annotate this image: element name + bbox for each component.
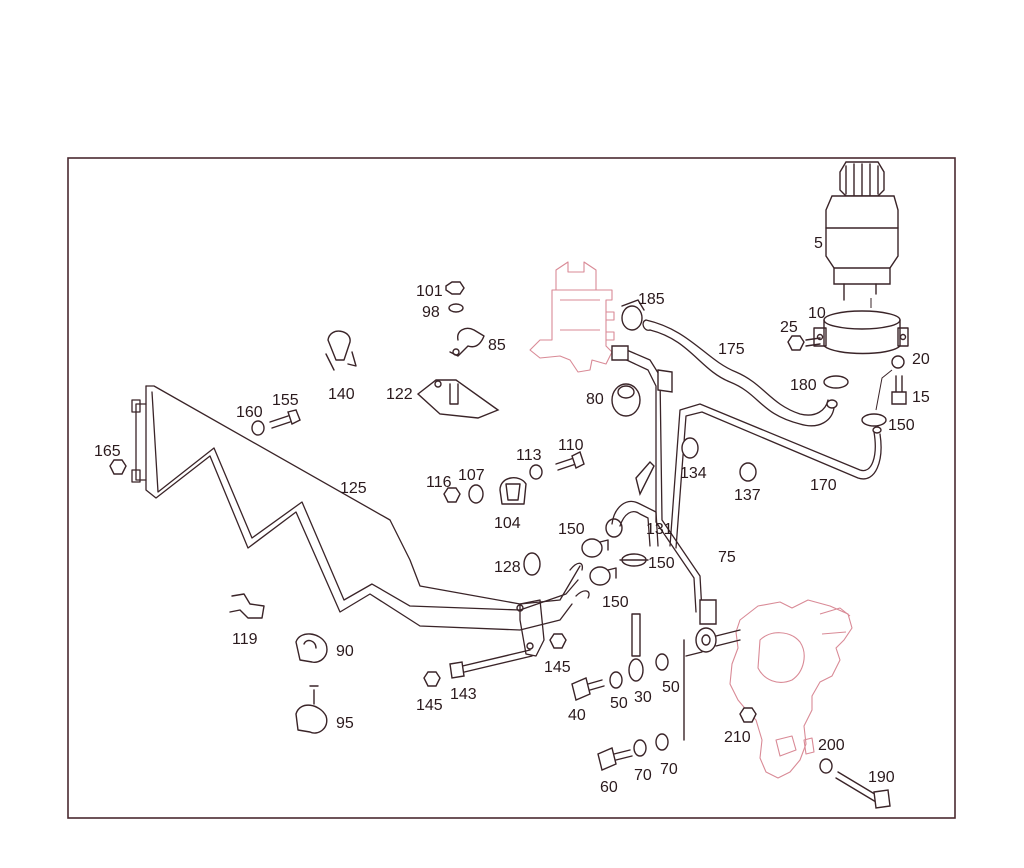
callout-25: 25 xyxy=(780,319,798,336)
callout-145: 145 xyxy=(544,659,571,676)
callout-104: 104 xyxy=(494,515,521,532)
leader-lines xyxy=(870,298,893,411)
callout-40: 40 xyxy=(568,707,586,724)
callout-137: 137 xyxy=(734,487,761,504)
callout-190: 190 xyxy=(868,769,895,786)
return-hose-part xyxy=(642,319,838,427)
callout-150: 150 xyxy=(602,594,629,611)
callout-80: 80 xyxy=(586,391,604,408)
callout-125: 125 xyxy=(340,480,367,497)
callout-85: 85 xyxy=(488,337,506,354)
callout-185: 185 xyxy=(638,291,665,308)
callout-145: 145 xyxy=(416,697,443,714)
callout-15: 15 xyxy=(912,389,930,406)
hardware-parts xyxy=(109,281,907,809)
callout-155: 155 xyxy=(272,392,299,409)
pipe-bundle-part xyxy=(131,385,590,657)
callout-160: 160 xyxy=(236,404,263,421)
hose-131-part xyxy=(605,460,659,547)
callout-5: 5 xyxy=(814,235,823,252)
callout-98: 98 xyxy=(422,304,440,321)
callout-150: 150 xyxy=(888,417,915,434)
callout-113: 113 xyxy=(516,447,542,464)
callout-30: 30 xyxy=(634,689,652,706)
callout-107: 107 xyxy=(458,467,485,484)
callout-200: 200 xyxy=(818,737,845,754)
callout-labels: 5 10 15 20 25 30 40 50 50 60 70 70 75 80 85 90 95 98 101 10… xyxy=(94,235,930,796)
callout-75: 75 xyxy=(718,549,736,566)
callout-122: 122 xyxy=(386,386,413,403)
clamp-150-parts xyxy=(581,413,887,586)
ghost-steering-gear-outline xyxy=(729,599,853,779)
callout-116: 116 xyxy=(426,474,452,491)
callout-101: 101 xyxy=(416,283,443,300)
callout-95: 95 xyxy=(336,715,354,732)
ghost-pump-outline xyxy=(529,261,615,373)
callout-90: 90 xyxy=(336,643,354,660)
callout-131: 131 xyxy=(646,521,673,538)
clamp-185-part xyxy=(621,299,645,331)
callout-70: 70 xyxy=(660,761,678,778)
callout-20: 20 xyxy=(912,351,930,368)
return-pipe-part xyxy=(669,403,882,549)
callout-140: 140 xyxy=(328,386,355,403)
callout-134: 134 xyxy=(680,465,707,482)
callout-170: 170 xyxy=(810,477,837,494)
callout-150: 150 xyxy=(558,521,585,538)
callout-110: 110 xyxy=(558,437,584,454)
diagram-frame xyxy=(67,157,956,819)
callout-150: 150 xyxy=(648,555,675,572)
reservoir-part xyxy=(825,161,899,301)
callout-175: 175 xyxy=(718,341,745,358)
callout-119: 119 xyxy=(232,631,258,648)
pressure-hose-part xyxy=(611,345,741,653)
callout-50: 50 xyxy=(662,679,680,696)
callout-128: 128 xyxy=(494,559,521,576)
callout-143: 143 xyxy=(450,686,477,703)
callout-165: 165 xyxy=(94,443,121,460)
callout-180: 180 xyxy=(790,377,817,394)
callout-50: 50 xyxy=(610,695,628,712)
callout-60: 60 xyxy=(600,779,618,796)
callout-70: 70 xyxy=(634,767,652,784)
reservoir-bracket-part xyxy=(813,310,909,355)
callout-210: 210 xyxy=(724,729,751,746)
callout-10: 10 xyxy=(808,305,826,322)
